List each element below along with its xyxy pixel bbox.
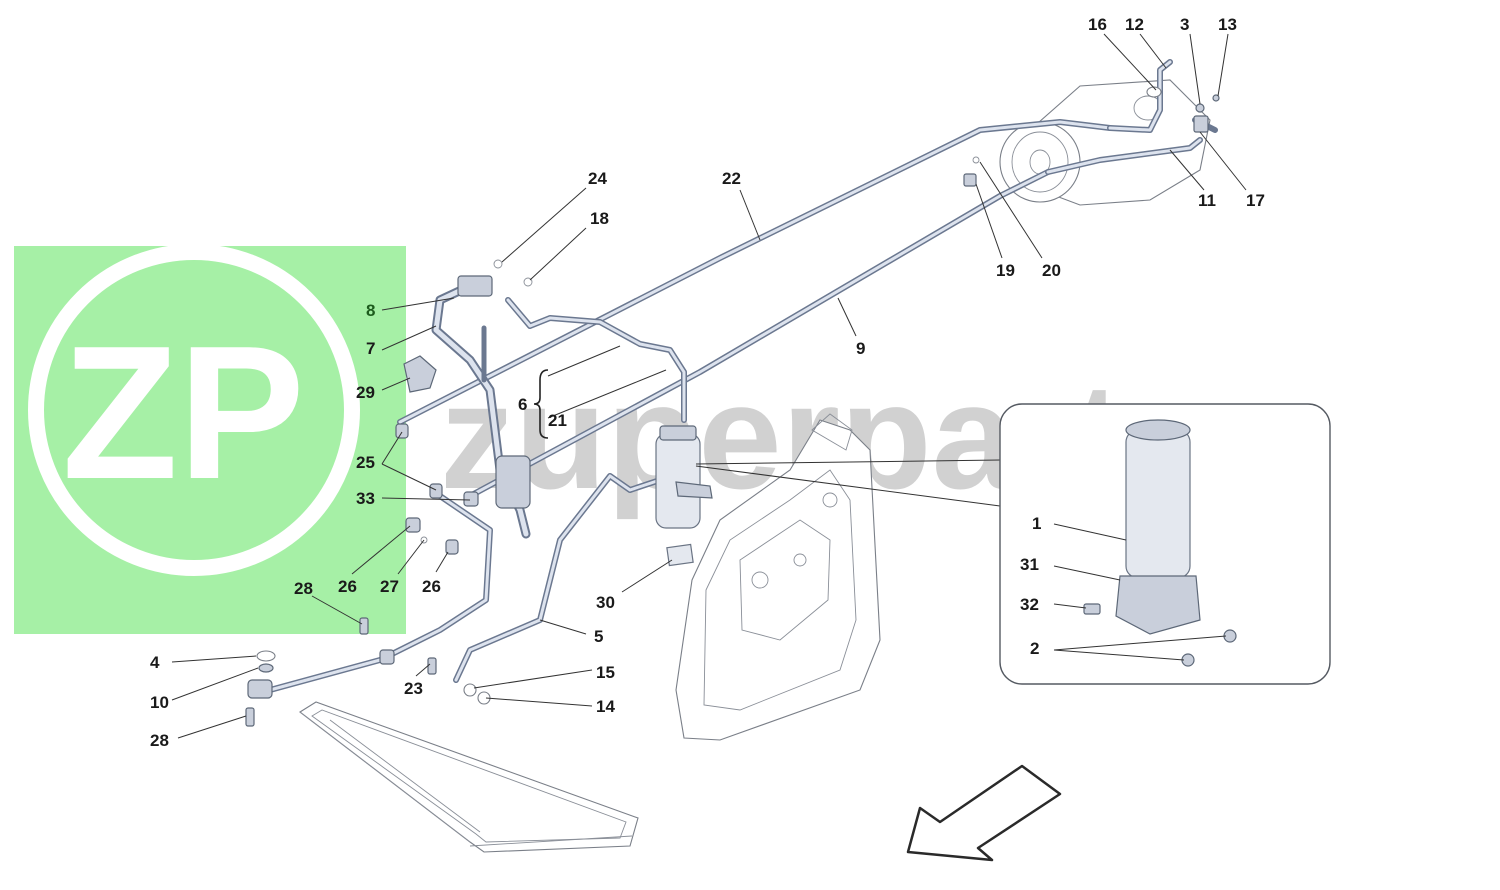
callout-31: 31 xyxy=(1020,555,1039,574)
callout-30: 30 xyxy=(596,593,615,612)
callout-2: 2 xyxy=(1030,639,1039,658)
callout-24: 24 xyxy=(588,169,607,188)
callout-33: 33 xyxy=(356,489,375,508)
callout-4: 4 xyxy=(150,653,160,672)
detail-inset xyxy=(695,403,1331,685)
callout-12: 12 xyxy=(1125,15,1144,34)
compressor xyxy=(999,79,1211,206)
drier-pad xyxy=(666,543,694,567)
condenser-radiator xyxy=(299,701,639,853)
callout-18: 18 xyxy=(590,209,609,228)
callout-20: 20 xyxy=(1042,261,1061,280)
callout-10: 10 xyxy=(150,693,169,712)
callout-11: 11 xyxy=(1198,191,1216,210)
callout-28-lower: 28 xyxy=(150,731,169,750)
callout-3: 3 xyxy=(1180,15,1189,34)
callout-26-left: 26 xyxy=(338,577,357,596)
callout-5: 5 xyxy=(594,627,603,646)
callout-16: 16 xyxy=(1088,15,1107,34)
direction-arrow xyxy=(906,764,1062,862)
leader-lines xyxy=(171,33,1247,739)
group-brace xyxy=(533,369,549,439)
watermark-logo-text: ZP xyxy=(62,307,305,519)
callout-22: 22 xyxy=(722,169,741,188)
callout-1: 1 xyxy=(1032,514,1041,533)
callout-32: 32 xyxy=(1020,595,1039,614)
inline-filter xyxy=(495,455,531,509)
callout-25: 25 xyxy=(356,453,375,472)
callout-29: 29 xyxy=(356,383,375,402)
callout-6: 6 xyxy=(518,395,527,414)
callout-19: 19 xyxy=(996,261,1015,280)
fittings xyxy=(245,86,1220,727)
callout-9: 9 xyxy=(856,339,865,358)
callout-13: 13 xyxy=(1218,15,1237,34)
mounting-bracket xyxy=(675,413,881,741)
callout-15: 15 xyxy=(596,663,615,682)
callout-28-upper: 28 xyxy=(294,579,313,598)
callout-labels: 16 12 3 13 11 17 24 22 18 19 20 8 9 7 29… xyxy=(150,15,1265,750)
callout-21: 21 xyxy=(548,411,567,430)
callout-26-right: 26 xyxy=(422,577,441,596)
callout-17: 17 xyxy=(1246,191,1265,210)
callout-14: 14 xyxy=(596,697,615,716)
callout-8: 8 xyxy=(366,301,375,320)
callout-7: 7 xyxy=(366,339,375,358)
callout-23: 23 xyxy=(404,679,423,698)
callout-27: 27 xyxy=(380,577,399,596)
receiver-drier xyxy=(655,425,713,529)
watermark-logo: ZP xyxy=(14,244,406,634)
